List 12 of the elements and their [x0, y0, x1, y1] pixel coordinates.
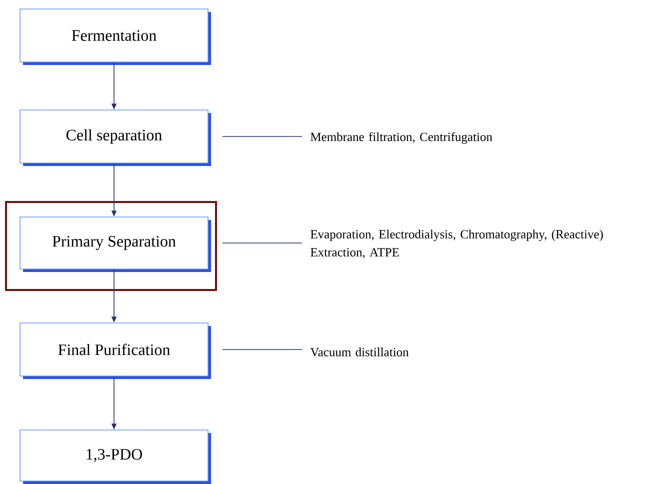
- method-text: Vacuum distillation: [310, 348, 409, 356]
- process-box: Fermentation: [20, 8, 211, 65]
- leader-line: [222, 136, 302, 137]
- highlight-frame: [5, 200, 217, 291]
- method-text: Evaporation, Electrodialysis, Chromatography, (Reactive) Extraction, ATPE: [310, 230, 603, 258]
- process-box: Final Purification: [20, 322, 211, 379]
- process-box: Cell separation: [20, 110, 211, 166]
- method-text: Membrane filtration, Centrifugation: [310, 132, 492, 144]
- leader-line: [222, 349, 302, 350]
- process-box: 1,3-PDO: [20, 430, 211, 484]
- process-box: Primary Separation: [20, 216, 211, 272]
- leader-line: [222, 242, 302, 244]
